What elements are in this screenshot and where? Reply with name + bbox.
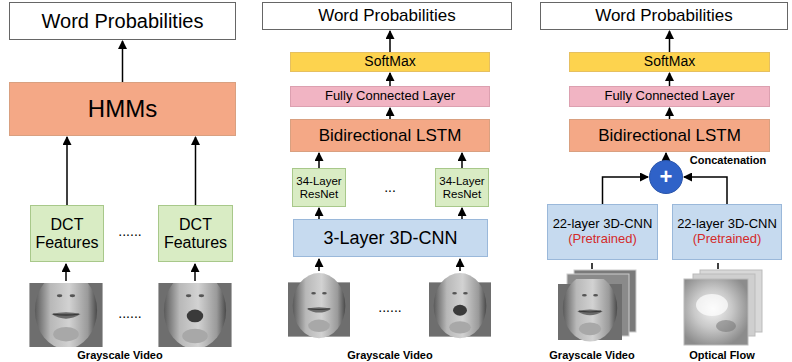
output-box: Word Probabilities bbox=[262, 2, 512, 30]
flow-arrow bbox=[389, 73, 391, 86]
caption-label: Grayscale Video bbox=[549, 349, 634, 361]
feature-box: DCT Features bbox=[158, 205, 233, 262]
box-label: Bidirectional LSTM bbox=[598, 126, 741, 145]
box-label: 34-Layer ResNet bbox=[295, 175, 343, 201]
lstm-box: Bidirectional LSTM bbox=[290, 119, 490, 152]
softmax-box: SoftMax bbox=[290, 52, 490, 72]
face-frame bbox=[29, 272, 102, 349]
hmm-box: HMMs bbox=[9, 82, 236, 136]
input-arrow bbox=[459, 259, 461, 271]
input-tick bbox=[591, 263, 593, 269]
softmax-box: SoftMax bbox=[569, 52, 770, 72]
concat-circle: + bbox=[649, 160, 683, 194]
flow-arrow bbox=[669, 31, 671, 52]
input-arrow bbox=[318, 259, 320, 271]
face-frame bbox=[288, 273, 350, 338]
input-arrow bbox=[65, 264, 67, 281]
flow-arrow bbox=[665, 153, 667, 160]
box-label: Word Probabilities bbox=[595, 6, 733, 25]
flow-arrow bbox=[318, 208, 320, 219]
ellipsis-label: ...... bbox=[118, 224, 141, 239]
box-label: DCT Features bbox=[33, 216, 101, 252]
cnn-box: 22-layer 3D-CNN(Pretrained) bbox=[547, 204, 658, 260]
output-box: Word Probabilities bbox=[9, 2, 236, 40]
flow-arrow bbox=[66, 137, 68, 205]
flow-arrow bbox=[389, 108, 391, 119]
ellipsis-label: ...... bbox=[378, 300, 401, 315]
box-label: Word Probabilities bbox=[42, 10, 204, 32]
flow-arrow bbox=[461, 208, 463, 219]
caption-label: Concatenation bbox=[688, 154, 768, 166]
resnet-box: 34-Layer ResNet bbox=[292, 168, 346, 207]
cnn-box: 22-layer 3D-CNN(Pretrained) bbox=[672, 204, 782, 260]
box-label: SoftMax bbox=[364, 54, 415, 70]
caption-label: Grayscale Video bbox=[347, 349, 432, 361]
box-label: 34-Layer ResNet bbox=[438, 175, 486, 201]
box-label: HMMs bbox=[88, 96, 157, 123]
face-frame bbox=[158, 272, 231, 349]
ellipsis-label: ...... bbox=[118, 306, 141, 321]
box-label: Word Probabilities bbox=[318, 6, 456, 25]
resnet-box: 34-Layer ResNet bbox=[435, 168, 489, 207]
box-label: + bbox=[660, 166, 673, 188]
box-label: DCT Features bbox=[161, 216, 230, 252]
caption-label: Optical Flow bbox=[689, 349, 754, 361]
caption-label: Grayscale Video bbox=[77, 349, 162, 361]
cnn-box: 3-Layer 3D-CNN bbox=[293, 219, 488, 257]
flow-arrow bbox=[684, 177, 727, 204]
ellipsis-label: ... bbox=[384, 180, 396, 195]
flow-arrow bbox=[195, 137, 197, 205]
flow-arrow bbox=[122, 41, 124, 82]
box-label: 3-Layer 3D-CNN bbox=[323, 228, 457, 248]
box-label: 22-layer 3D-CNN bbox=[553, 217, 653, 232]
flow-arrow bbox=[461, 153, 463, 168]
video-stack bbox=[558, 270, 636, 342]
flow-arrow bbox=[603, 177, 649, 204]
box-note: (Pretrained) bbox=[693, 232, 762, 247]
box-label: Fully Connected Layer bbox=[325, 89, 455, 104]
feature-box: DCT Features bbox=[30, 205, 104, 262]
input-tick bbox=[717, 263, 719, 269]
face-frame bbox=[429, 273, 491, 338]
fc-layer-box: Fully Connected Layer bbox=[569, 86, 770, 107]
box-label: Bidirectional LSTM bbox=[319, 126, 462, 145]
box-label: SoftMax bbox=[644, 54, 695, 70]
output-box: Word Probabilities bbox=[540, 2, 788, 30]
box-label: 22-layer 3D-CNN bbox=[677, 217, 777, 232]
box-label: Fully Connected Layer bbox=[604, 89, 734, 104]
lstm-box: Bidirectional LSTM bbox=[569, 119, 770, 152]
optical-flow-stack bbox=[684, 270, 762, 345]
box-note: (Pretrained) bbox=[568, 232, 637, 247]
flow-arrow bbox=[318, 153, 320, 168]
flow-arrow bbox=[669, 108, 671, 119]
fc-layer-box: Fully Connected Layer bbox=[290, 86, 490, 107]
input-arrow bbox=[194, 264, 196, 281]
flow-arrow bbox=[389, 31, 391, 52]
flow-arrow bbox=[669, 73, 671, 86]
